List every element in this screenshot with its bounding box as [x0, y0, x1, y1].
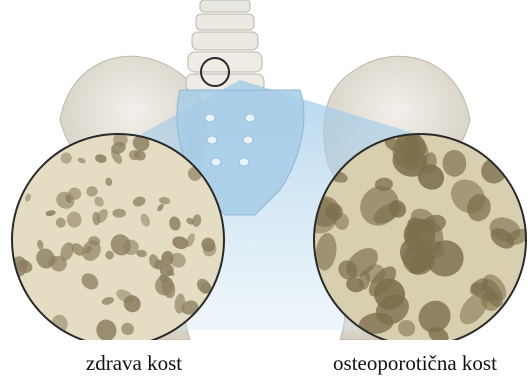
osteoporotic-bone-caption: osteoporotična kost: [310, 350, 520, 376]
bone-pore: [112, 209, 126, 218]
healthy-bone-caption: zdrava kost: [44, 350, 224, 376]
bone-illustration: [0, 0, 528, 340]
spine: [186, 0, 264, 92]
